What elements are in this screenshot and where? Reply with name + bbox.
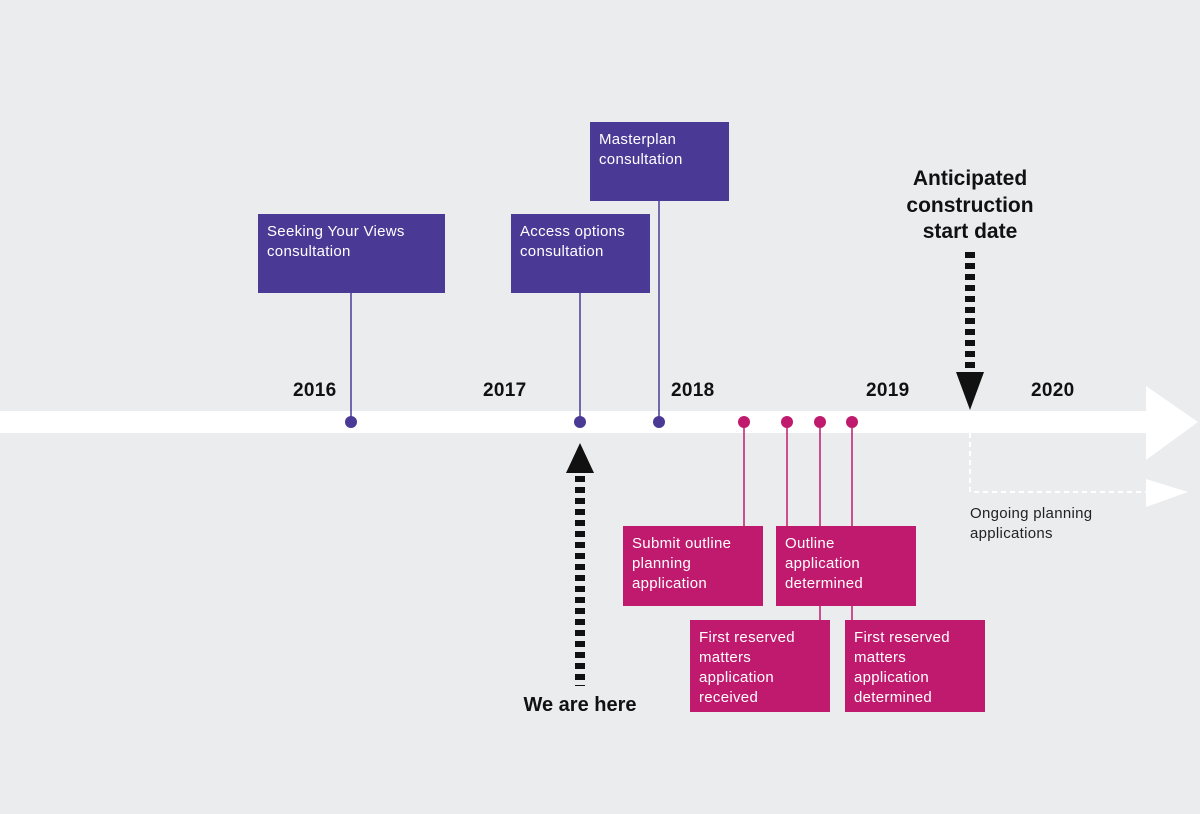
planning-box-line: application bbox=[632, 575, 708, 592]
year-label-2019: 2019 bbox=[866, 380, 910, 401]
consultation-box-seeking-views: Seeking Your Views consultation bbox=[258, 214, 445, 293]
ongoing-planning-line: Ongoing planning bbox=[970, 505, 1093, 522]
planning-box-submit-outline: Submit outline planning application bbox=[623, 526, 763, 606]
planning-box-line: application bbox=[854, 669, 930, 686]
ongoing-planning-label: Ongoing planning applications bbox=[970, 504, 1170, 544]
construction-arrowhead bbox=[956, 372, 984, 410]
consultation-box-line: consultation bbox=[520, 243, 604, 260]
planning-box-line: application bbox=[785, 555, 861, 572]
planning-box-outline-determined: Outline application determined bbox=[776, 526, 916, 606]
construction-start-line: start date bbox=[922, 220, 1018, 243]
milestone-dot-first-reserved-determined bbox=[846, 416, 858, 428]
milestone-dot-outline-determined bbox=[814, 416, 826, 428]
ongoing-planning-line: applications bbox=[970, 525, 1053, 542]
planning-box-line: Submit outline bbox=[632, 535, 732, 552]
year-label-2020: 2020 bbox=[1031, 380, 1075, 401]
milestone-dot-access-options bbox=[574, 416, 586, 428]
planning-box-line: determined bbox=[785, 575, 864, 592]
construction-start-line: construction bbox=[906, 193, 1034, 217]
planning-box-line: planning bbox=[632, 555, 692, 572]
milestone-dot-masterplan bbox=[653, 416, 665, 428]
planning-box-line: received bbox=[699, 689, 759, 706]
consultation-box-access-options: Access options consultation bbox=[511, 214, 650, 293]
consultation-box-line: Access options bbox=[520, 223, 626, 240]
ongoing-dashed-line bbox=[969, 433, 1150, 493]
construction-start-line: Anticipated bbox=[912, 167, 1028, 190]
milestone-dot-seeking-views bbox=[345, 416, 357, 428]
we-are-here-arrowhead bbox=[566, 443, 594, 473]
planning-box-line: First reserved bbox=[854, 629, 950, 646]
year-label-2018: 2018 bbox=[671, 380, 715, 401]
year-label-2016: 2016 bbox=[293, 380, 337, 401]
planning-box-line: matters bbox=[699, 649, 752, 666]
milestone-dot-first-reserved-received bbox=[781, 416, 793, 428]
planning-box-line: First reserved bbox=[699, 629, 795, 646]
planning-box-line: application bbox=[699, 669, 775, 686]
consultation-box-line: Seeking Your Views bbox=[267, 223, 405, 240]
consultation-box-line: consultation bbox=[267, 243, 351, 260]
planning-box-line: determined bbox=[854, 689, 933, 706]
planning-box-line: matters bbox=[854, 649, 907, 666]
consultation-box-masterplan: Masterplan consultation bbox=[590, 122, 729, 201]
year-label-2017: 2017 bbox=[483, 380, 527, 401]
planning-box-line: Outline bbox=[785, 535, 835, 552]
consultation-box-line: Masterplan bbox=[599, 131, 677, 148]
milestone-dot-submit-outline bbox=[738, 416, 750, 428]
timeline-arrowhead bbox=[1146, 386, 1198, 460]
ongoing-arrowhead bbox=[1146, 479, 1188, 507]
planning-box-first-reserved-determined: First reserved matters application deter… bbox=[845, 620, 985, 712]
consultation-box-line: consultation bbox=[599, 151, 683, 168]
we-are-here-label: We are here bbox=[523, 694, 637, 716]
construction-start-label: Anticipated construction start date bbox=[880, 166, 1060, 246]
planning-box-first-reserved-received: First reserved matters application recei… bbox=[690, 620, 830, 712]
